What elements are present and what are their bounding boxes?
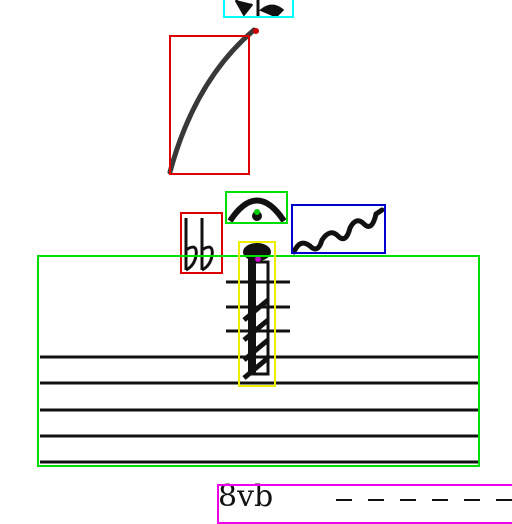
box-ottava-bassa (217, 484, 512, 524)
fermata-glyph (227, 197, 287, 223)
slur-end-dot (253, 28, 259, 34)
score-canvas: 8vb (37, 0, 512, 524)
box-stem-region (223, 0, 294, 18)
box-trill-wavy-line (291, 204, 386, 254)
box-double-flat (180, 212, 223, 274)
box-tremolo-stem (238, 241, 276, 387)
top-fragment-glyph (234, 0, 285, 18)
slur-curve (167, 27, 257, 175)
box-fermata (225, 191, 288, 224)
box-slur (169, 35, 250, 175)
box-staff (37, 255, 480, 467)
staff-lines (40, 355, 478, 464)
music-notation (40, 0, 512, 501)
ottava-label: 8vb (218, 479, 274, 514)
trill-wavy-line-glyph (291, 207, 385, 255)
